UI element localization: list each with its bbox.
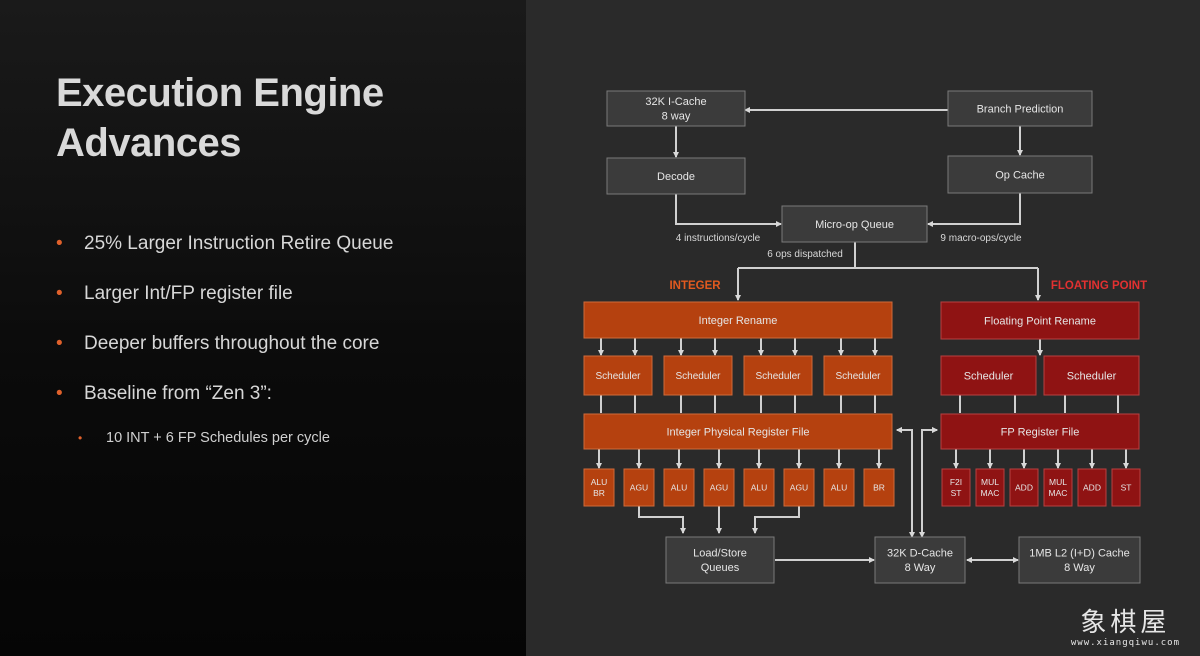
integer-rename-box-label: Integer Rename	[699, 315, 778, 327]
dcache-box-label: 8 Way	[905, 562, 936, 574]
int-scheduler-box: Scheduler	[583, 355, 653, 396]
dcache-box-label: 32K D-Cache	[887, 548, 953, 560]
fp-rename-box-label: Floating Point Rename	[984, 315, 1096, 327]
connector-arrow	[638, 506, 686, 534]
icache-box-label: 32K I-Cache	[645, 96, 706, 108]
fp-exec-unit: ST	[1111, 468, 1141, 507]
decode-box-label: Decode	[657, 171, 695, 183]
fp-exec-unit-label: ST	[951, 488, 962, 498]
integer-section-label: INTEGER	[669, 280, 721, 292]
int-scheduler-box: Scheduler	[743, 355, 813, 396]
fp-exec-unit-label: MUL	[1049, 477, 1067, 487]
integer-rename-box: Integer Rename	[583, 301, 893, 339]
fp-section-label: FLOATING POINT	[1051, 280, 1147, 292]
fp-exec-unit: ADD	[1077, 468, 1107, 507]
opcache-rate-label: 9 macro-ops/cycle	[940, 233, 1022, 244]
int-exec-unit-label: ALU	[831, 482, 848, 492]
int-scheduler-box-label: Scheduler	[755, 371, 801, 382]
int-exec-unit: ALU	[663, 468, 695, 507]
dcache-box: 32K D-Cache 8 Way	[874, 536, 966, 584]
sub-bullet: 10 INT + 6 FP Schedules per cycle	[78, 428, 330, 448]
fp-scheduler-box-label: Scheduler	[1067, 370, 1117, 382]
l2-cache-box-label: 1MB L2 (I+D) Cache	[1029, 548, 1130, 560]
fp-scheduler-box-label: Scheduler	[964, 370, 1014, 382]
branch-prediction-box: Branch Prediction	[947, 90, 1093, 127]
int-exec-unit-label: ALU	[671, 482, 688, 492]
decode-box: Decode	[606, 157, 746, 195]
int-scheduler-box-label: Scheduler	[595, 371, 641, 382]
fp-exec-unit-label: MAC	[1049, 488, 1068, 498]
int-scheduler-box: Scheduler	[823, 355, 893, 396]
connector-arrow	[896, 427, 913, 536]
int-exec-unit: AGU	[783, 468, 815, 507]
int-exec-unit: AGU	[703, 468, 735, 507]
load-store-box-label: Queues	[701, 562, 740, 574]
int-exec-unit-label: AGU	[710, 482, 728, 492]
int-exec-unit: ALU	[743, 468, 775, 507]
connector-arrow	[752, 506, 800, 534]
connector-arrow	[675, 194, 782, 227]
int-exec-unit-label: AGU	[790, 482, 808, 492]
int-exec-unit-label: ALU	[751, 482, 768, 492]
watermark-url: www.xiangqiwu.com	[1070, 638, 1180, 648]
icache-box: 32K I-Cache 8 way	[606, 90, 746, 127]
int-exec-unit-label: BR	[593, 488, 605, 498]
branch-prediction-box-label: Branch Prediction	[977, 103, 1064, 115]
op-cache-box-label: Op Cache	[995, 169, 1045, 181]
connector-arrow	[921, 427, 938, 536]
fp-exec-unit-label: ST	[1121, 482, 1132, 492]
int-scheduler-box: Scheduler	[663, 355, 733, 396]
int-scheduler-box-label: Scheduler	[835, 371, 881, 382]
fp-rename-box: Floating Point Rename	[940, 301, 1140, 340]
fp-scheduler-box: Scheduler	[1043, 355, 1140, 396]
fp-exec-unit: ADD	[1009, 468, 1039, 507]
fp-rf-box-label: FP Register File	[1001, 426, 1080, 438]
bullet-item: Larger Int/FP register file	[56, 282, 393, 306]
fp-exec-unit-label: F2I	[950, 477, 962, 487]
int-exec-unit: AGU	[623, 468, 655, 507]
int-prf-box: Integer Physical Register File	[583, 413, 893, 450]
bullet-item: 25% Larger Instruction Retire Queue	[56, 232, 393, 256]
watermark: 象棋屋 www.xiangqiwu.com	[1071, 608, 1180, 648]
title-line-1: Execution Engine	[56, 71, 384, 115]
bullet-item: Deeper buffers throughout the core	[56, 332, 393, 356]
l2-cache-box-label: 8 Way	[1064, 562, 1095, 574]
fp-exec-unit-label: MAC	[981, 488, 1000, 498]
fp-exec-unit-label: ADD	[1083, 482, 1101, 492]
int-scheduler-box-label: Scheduler	[675, 371, 721, 382]
micro-op-queue-box: Micro-op Queue	[781, 205, 928, 243]
int-exec-unit-label: BR	[873, 482, 885, 492]
text-panel: Execution Engine Advances 25% Larger Ins…	[0, 0, 526, 656]
connector-arrow	[927, 193, 1021, 227]
load-store-box-label: Load/Store	[693, 548, 747, 560]
int-exec-unit-label: AGU	[630, 482, 648, 492]
op-cache-box: Op Cache	[947, 155, 1093, 194]
decode-rate-label: 4 instructions/cycle	[676, 233, 761, 244]
fp-exec-unit-label: ADD	[1015, 482, 1033, 492]
watermark-logo: 象棋屋	[1080, 608, 1171, 638]
int-prf-box-label: Integer Physical Register File	[666, 426, 809, 438]
fp-rf-box: FP Register File	[940, 413, 1140, 450]
int-exec-unit-label: ALU	[591, 477, 608, 487]
page-title: Execution Engine Advances	[56, 68, 384, 168]
dispatch-rate-label: 6 ops dispatched	[767, 249, 843, 260]
title-line-2: Advances	[56, 121, 241, 165]
fp-scheduler-box: Scheduler	[940, 355, 1037, 396]
micro-op-queue-box-label: Micro-op Queue	[815, 219, 894, 231]
l2-cache-box: 1MB L2 (I+D) Cache 8 Way	[1018, 536, 1141, 584]
fp-exec-unit-label: MUL	[981, 477, 999, 487]
bullet-item: Baseline from “Zen 3”:	[56, 382, 393, 406]
bullet-list: 25% Larger Instruction Retire Queue Larg…	[56, 232, 393, 432]
int-exec-unit: BR	[863, 468, 895, 507]
icache-box-label: 8 way	[662, 111, 691, 123]
int-exec-unit: ALU	[823, 468, 855, 507]
